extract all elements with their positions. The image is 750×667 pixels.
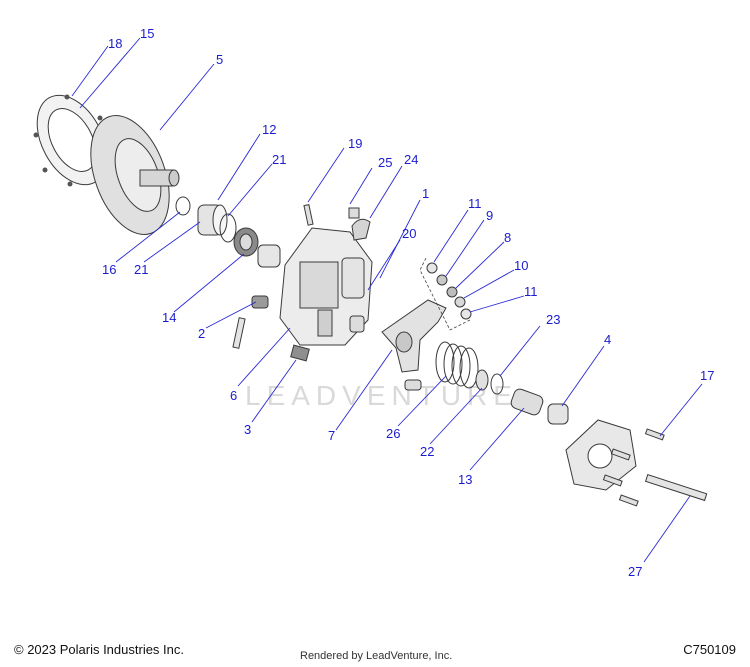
part-11-9-8-10-rollers: [426, 262, 472, 320]
callout-1[interactable]: 1: [422, 186, 429, 201]
part-cover-plate: [565, 419, 637, 491]
callout-21-top[interactable]: 21: [272, 152, 286, 167]
rendered-by-text: Rendered by LeadVenture, Inc.: [300, 650, 453, 662]
part-19-bolt: [303, 204, 314, 226]
figure-code: C750109: [683, 642, 736, 657]
callout-6[interactable]: 6: [230, 388, 237, 403]
callout-21-bottom[interactable]: 21: [134, 262, 148, 277]
part-17-bolts: [602, 428, 665, 507]
callout-18[interactable]: 18: [108, 36, 122, 51]
part-13-shaft-sleeve: [510, 388, 544, 416]
callout-24[interactable]: 24: [404, 152, 418, 167]
callout-11-top[interactable]: 11: [468, 196, 482, 211]
callout-27[interactable]: 27: [628, 564, 642, 579]
part-7-spider-arm: [381, 299, 447, 373]
callout-3[interactable]: 3: [244, 422, 251, 437]
watermark-text: LEADVENTURE: [245, 380, 518, 411]
callout-2[interactable]: 2: [198, 326, 205, 341]
callout-22[interactable]: 22: [420, 444, 434, 459]
part-26-roller-pin: [404, 379, 422, 391]
callout-7[interactable]: 7: [328, 428, 335, 443]
callout-16[interactable]: 16: [102, 262, 116, 277]
part-spring: [435, 341, 479, 389]
callout-9[interactable]: 9: [486, 208, 493, 223]
part-2-6-roller-and-pin: [232, 295, 269, 349]
callout-25[interactable]: 25: [378, 155, 392, 170]
callout-20[interactable]: 20: [402, 226, 416, 241]
part-22-23-washers: [475, 369, 504, 395]
callout-17[interactable]: 17: [700, 368, 714, 383]
callout-13[interactable]: 13: [458, 472, 472, 487]
part-27-long-bolt: [644, 473, 708, 502]
callout-12[interactable]: 12: [262, 122, 276, 137]
callout-14[interactable]: 14: [162, 310, 176, 325]
callout-15[interactable]: 15: [140, 26, 154, 41]
callout-11-bottom[interactable]: 11: [524, 284, 538, 299]
roller-group-bracket: [419, 257, 471, 331]
leader-lines: [71, 37, 703, 563]
copyright-text: © 2023 Polaris Industries Inc.: [14, 642, 184, 657]
callout-8[interactable]: 8: [504, 230, 511, 245]
part-14-bearing: [233, 227, 281, 268]
part-3-button-pad: [290, 344, 310, 362]
callout-26[interactable]: 26: [386, 426, 400, 441]
part-4-spacer: [547, 403, 569, 425]
callout-23[interactable]: 23: [546, 312, 560, 327]
part-16-snap-ring: [175, 196, 191, 216]
part-25-24-cam-weight: [348, 207, 371, 241]
part-5-stationary-sheave: [90, 115, 180, 235]
part-1-movable-sheave-housing: [279, 227, 373, 346]
callout-19[interactable]: 19: [348, 136, 362, 151]
callout-10[interactable]: 10: [514, 258, 528, 273]
part-12-21-bushing: [197, 204, 237, 243]
callout-5[interactable]: 5: [216, 52, 223, 67]
callout-4[interactable]: 4: [604, 332, 611, 347]
